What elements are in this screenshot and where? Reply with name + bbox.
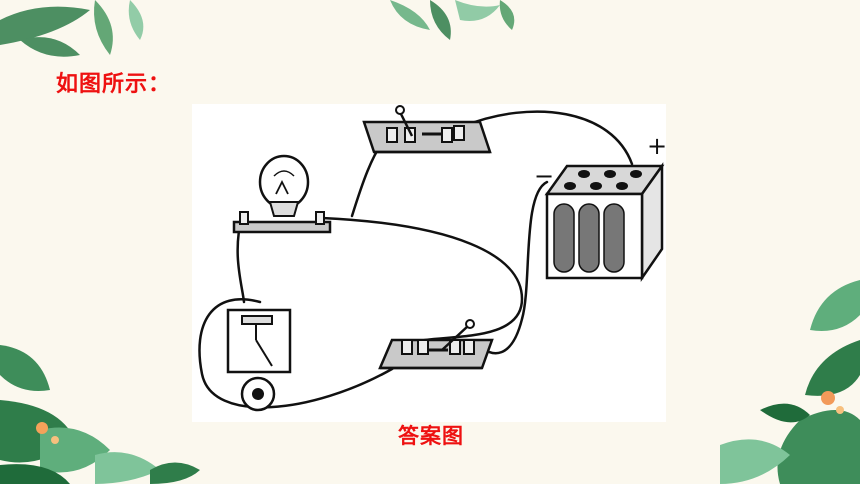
wire-top-switch-to-battery-positive — [462, 110, 634, 166]
knife-switch-top — [362, 105, 492, 154]
light-bulb — [232, 154, 332, 234]
circuit-diagram-panel: + − — [192, 104, 666, 422]
battery-positive-sign: + — [647, 132, 666, 160]
battery: + − — [534, 132, 666, 283]
wire-battery-negative-to-bottom-switch — [476, 180, 549, 355]
battery-negative-sign: − — [534, 162, 554, 190]
electric-bell — [226, 308, 292, 412]
slide-heading: 如图所示： — [56, 72, 172, 97]
wire-bulb-to-bottom-switch — [320, 216, 524, 344]
knife-switch-bottom — [378, 319, 494, 370]
circuit-diagram: + − — [198, 105, 666, 412]
diagram-caption: 答案图 — [398, 424, 464, 448]
